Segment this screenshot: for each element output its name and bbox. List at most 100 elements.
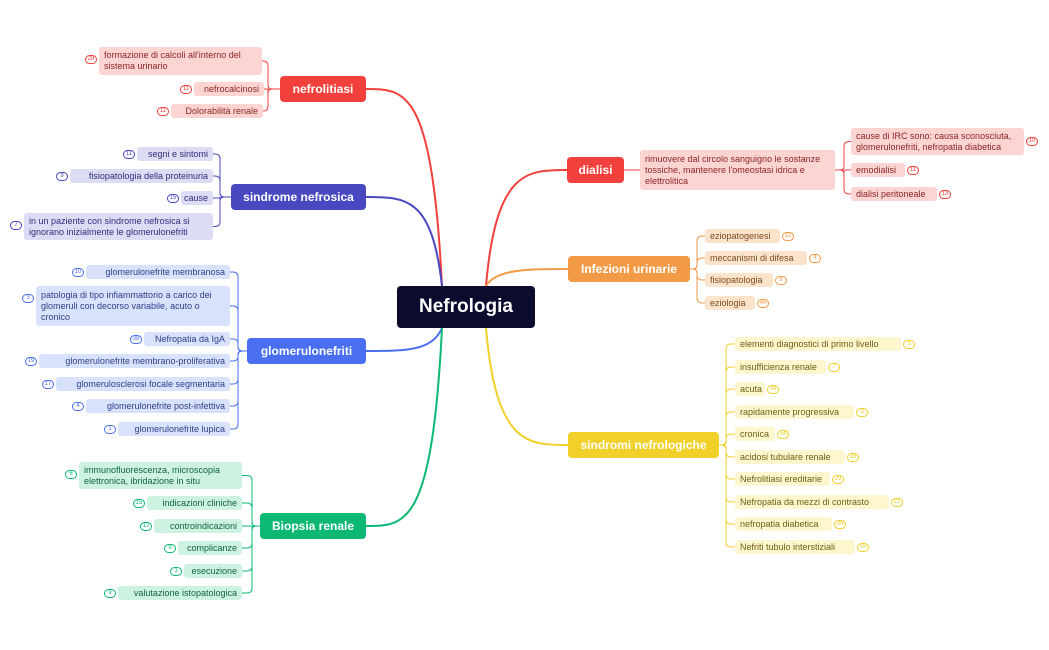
branch-infezioni[interactable]: Infezioni urinarie [568, 256, 690, 282]
leaf-dialisi[interactable]: dialisi peritoneale [851, 187, 937, 201]
count-badge: 9 [104, 588, 116, 598]
count-badge: 4 [72, 401, 84, 411]
leaf-infezioni[interactable]: eziologia [705, 296, 755, 310]
leaf-link-dialisi [835, 141, 851, 171]
count-badge: 16 [857, 542, 869, 552]
leaf-sindromi[interactable]: cronica [735, 427, 775, 441]
leaf-link-sindrome_nefrosica [213, 175, 231, 198]
count-badge: 17 [42, 379, 54, 389]
leaf-link-sindromi [719, 444, 735, 548]
leaf-nefrolitiasi[interactable]: formazione di calcoli all'interno del si… [99, 47, 262, 75]
branch-nefrolitiasi[interactable]: nefrolitiasi [280, 76, 366, 102]
leaf-link-sindromi [719, 343, 735, 446]
leaf-link-sindromi [719, 433, 735, 446]
leaf-link-nefrolitiasi [264, 88, 280, 94]
leaf-nefrolitiasi[interactable]: Dolorabilità renale [171, 104, 263, 118]
leaf-infezioni[interactable]: fisiopatologia [705, 273, 773, 287]
count-badge: 18 [847, 452, 859, 462]
leaf-glomerulonefriti[interactable]: glomerulosclerosi focale segmentaria [56, 377, 230, 391]
leaf-nefrolitiasi[interactable]: nefrocalcinosi [194, 82, 264, 96]
count-badge: 6 [65, 470, 77, 479]
count-badge: 10 [1026, 137, 1038, 146]
leaf-link-biopsia [242, 525, 260, 531]
branch-biopsia[interactable]: Biopsia renale [260, 513, 366, 539]
leaf-dialisi[interactable]: emodialisi [851, 163, 905, 177]
leaf-sindromi[interactable]: acidosi tubulare renale [735, 450, 845, 464]
middle-dialisi[interactable]: rimuovere dal circolo sanguigno le sosta… [640, 150, 835, 190]
count-badge: 46 [757, 298, 769, 308]
leaf-link-sindrome_nefrosica [213, 196, 231, 227]
leaf-link-nefrolitiasi [262, 60, 280, 90]
leaf-link-nefrolitiasi [262, 88, 280, 112]
leaf-link-infezioni [690, 268, 705, 304]
leaf-link-infezioni [690, 257, 705, 270]
leaf-sindromi[interactable]: elementi diagnostici di primo livello [735, 337, 901, 351]
leaf-link-sindrome_nefrosica [213, 153, 231, 198]
leaf-glomerulonefriti[interactable]: Nefropatia da IgA [144, 332, 230, 346]
leaf-link-glomerulonefriti [230, 350, 247, 430]
branch-sindromi[interactable]: sindromi nefrologiche [568, 432, 719, 458]
root-node[interactable]: Nefrologia [397, 286, 535, 328]
leaf-biopsia[interactable]: indicazioni cliniche [147, 496, 242, 510]
leaf-sindrome_nefrosica[interactable]: cause [181, 191, 213, 205]
leaf-biopsia[interactable]: valutazione istopatologica [118, 586, 242, 600]
count-badge: 7 [828, 362, 840, 372]
leaf-link-sindromi [719, 411, 735, 446]
leaf-sindromi[interactable]: Nefriti tubulo interstiziali [735, 540, 855, 554]
leaf-sindrome_nefrosica[interactable]: in un paziente con sindrome nefrosica si… [24, 213, 213, 240]
root-link-sindrome_nefrosica [365, 196, 443, 287]
leaf-sindromi[interactable]: Nefrolitiasi ereditarie [735, 472, 830, 486]
count-badge: 9 [164, 543, 176, 553]
branch-sindrome_nefrosica[interactable]: sindrome nefrosica [231, 184, 366, 210]
leaf-glomerulonefriti[interactable]: glomerulonefrite membranosa [86, 265, 230, 279]
leaf-glomerulonefriti[interactable]: glomerulonefrite lupica [118, 422, 230, 436]
leaf-sindromi[interactable]: acuta [735, 382, 765, 396]
leaf-link-biopsia [242, 525, 260, 594]
leaf-link-sindromi [719, 444, 735, 458]
leaf-biopsia[interactable]: complicanze [178, 541, 242, 555]
count-badge: 13 [939, 189, 951, 199]
leaf-biopsia[interactable]: immunofluorescenza, microscopia elettron… [79, 462, 242, 489]
leaf-link-biopsia [242, 525, 260, 549]
leaf-sindromi[interactable]: nefropatia diabetica [735, 517, 832, 531]
leaf-dialisi[interactable]: cause di IRC sono: causa sconosciuta, gl… [851, 128, 1024, 155]
leaf-sindromi[interactable]: rapidamente progressiva [735, 405, 854, 419]
root-link-sindromi [485, 327, 569, 446]
root-link-nefrolitiasi [365, 88, 443, 287]
count-badge: 11 [907, 165, 919, 175]
leaf-infezioni[interactable]: meccanismi di difesa [705, 251, 807, 265]
count-badge: 7 [10, 221, 22, 230]
leaf-link-sindromi [719, 366, 735, 446]
leaf-glomerulonefriti[interactable]: glomerulonefrite post-infettiva [86, 399, 230, 413]
count-badge: 11 [180, 84, 192, 94]
count-badge: 34 [834, 519, 846, 529]
count-badge: 38 [130, 334, 142, 344]
count-badge: 10 [72, 267, 84, 277]
branch-glomerulonefriti[interactable]: glomerulonefriti [247, 338, 366, 364]
leaf-sindromi[interactable]: insufficienza renale [735, 360, 826, 374]
leaf-biopsia[interactable]: controindicazioni [154, 519, 242, 533]
leaf-sindrome_nefrosica[interactable]: segni e sintomi [137, 147, 213, 161]
count-badge: 22 [891, 497, 903, 507]
leaf-biopsia[interactable]: esecuzione [184, 564, 242, 578]
leaf-link-dialisi [835, 169, 851, 195]
leaf-link-biopsia [242, 475, 260, 527]
count-badge: 3 [903, 339, 915, 349]
leaf-infezioni[interactable]: eziopatogenesi [705, 229, 780, 243]
leaf-glomerulonefriti[interactable]: patologia di tipo infiammattorio a caric… [36, 286, 230, 326]
branch-dialisi[interactable]: dialisi [567, 157, 624, 183]
count-badge: 29 [832, 474, 844, 484]
leaf-sindrome_nefrosica[interactable]: fisiopatologia della proteinuria [70, 169, 213, 183]
count-badge: 4 [809, 253, 821, 263]
root-link-glomerulonefriti [365, 327, 443, 352]
count-badge: 19 [25, 356, 37, 366]
count-badge: 15 [167, 193, 179, 203]
count-badge: 11 [157, 106, 169, 116]
count-badge: 28 [85, 55, 97, 64]
root-link-infezioni [485, 268, 569, 287]
leaf-sindromi[interactable]: Nefropatia da mezzi di contrasto [735, 495, 889, 509]
count-badge: 38 [767, 384, 779, 394]
leaf-glomerulonefriti[interactable]: glomerulonefrite membrano-proliferativa [39, 354, 230, 368]
